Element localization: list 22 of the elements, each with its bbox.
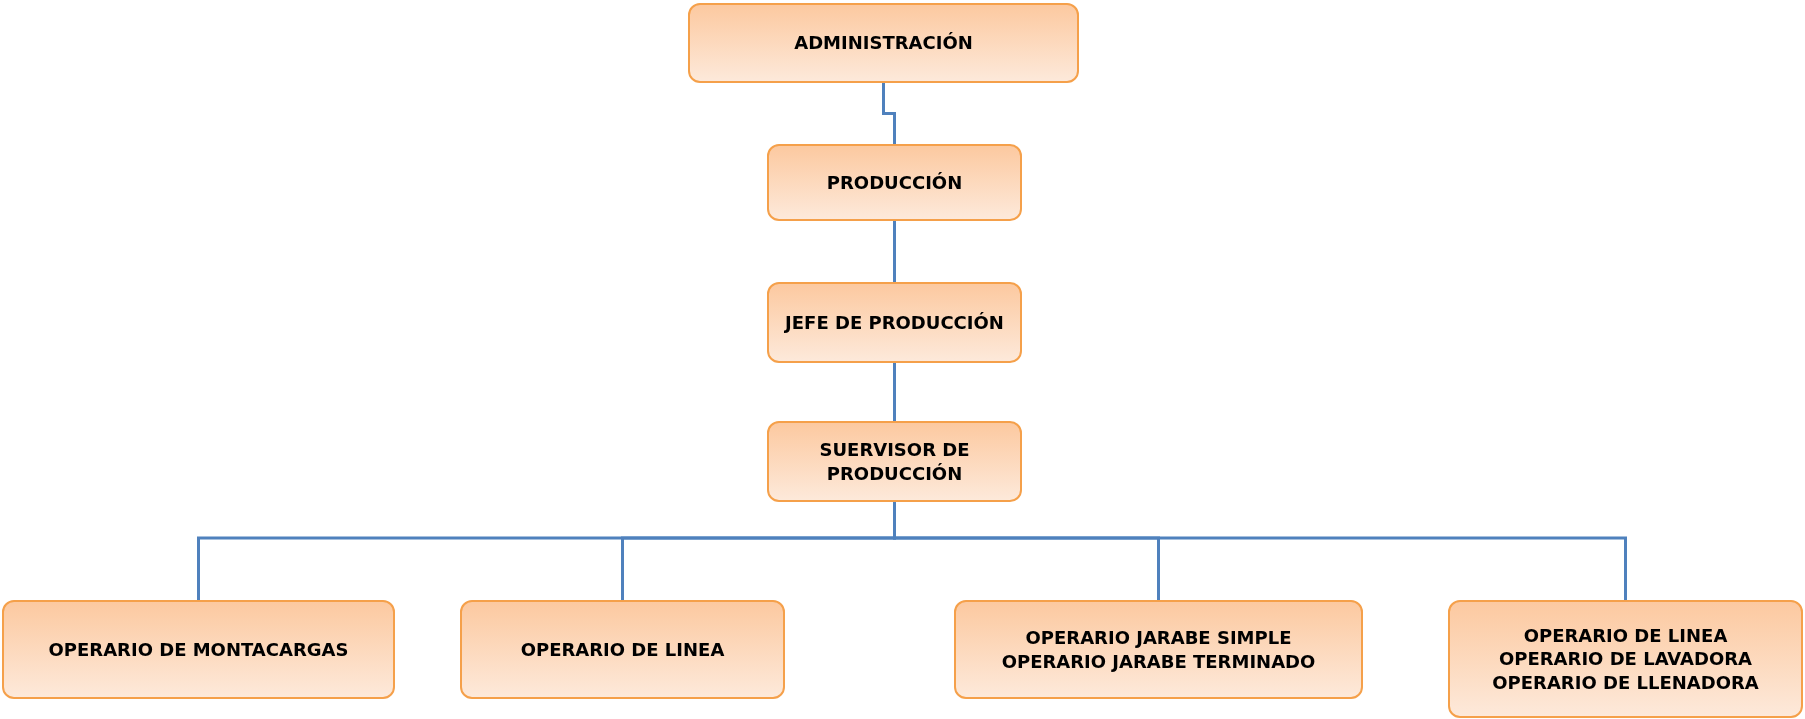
org-box <box>1448 600 1803 718</box>
connector-line <box>893 221 896 282</box>
role-title: OPERARIO JARABE TERMINADO <box>1001 649 1316 673</box>
org-box <box>954 600 1363 699</box>
role-title: OPERARIO DE LINEA <box>1523 623 1728 648</box>
org-box <box>767 282 1022 363</box>
org-box <box>460 600 785 699</box>
org-box <box>688 3 1079 83</box>
role-title: ADMINISTRACIÓN <box>794 31 973 55</box>
connector-line <box>893 363 896 421</box>
role-title: OPERARIO DE LAVADORA <box>1498 647 1753 671</box>
org-box <box>767 144 1022 221</box>
org-box <box>2 600 395 699</box>
role-title: OPERARIO JARABE SIMPLE <box>1025 626 1292 650</box>
role-title: OPERARIO DE LLENADORA <box>1492 670 1759 695</box>
role-title: SUERVISOR DE PRODUCCIÓN <box>818 438 971 485</box>
role-title: PRODUCCIÓN <box>826 170 963 195</box>
role-title: JEFE DE PRODUCCIÓN <box>785 310 1004 335</box>
role-title: OPERARIO DE LINEA <box>520 637 725 662</box>
org-box <box>767 421 1022 502</box>
connector-line <box>882 83 896 144</box>
role-title: OPERARIO DE MONTACARGAS <box>48 637 349 662</box>
